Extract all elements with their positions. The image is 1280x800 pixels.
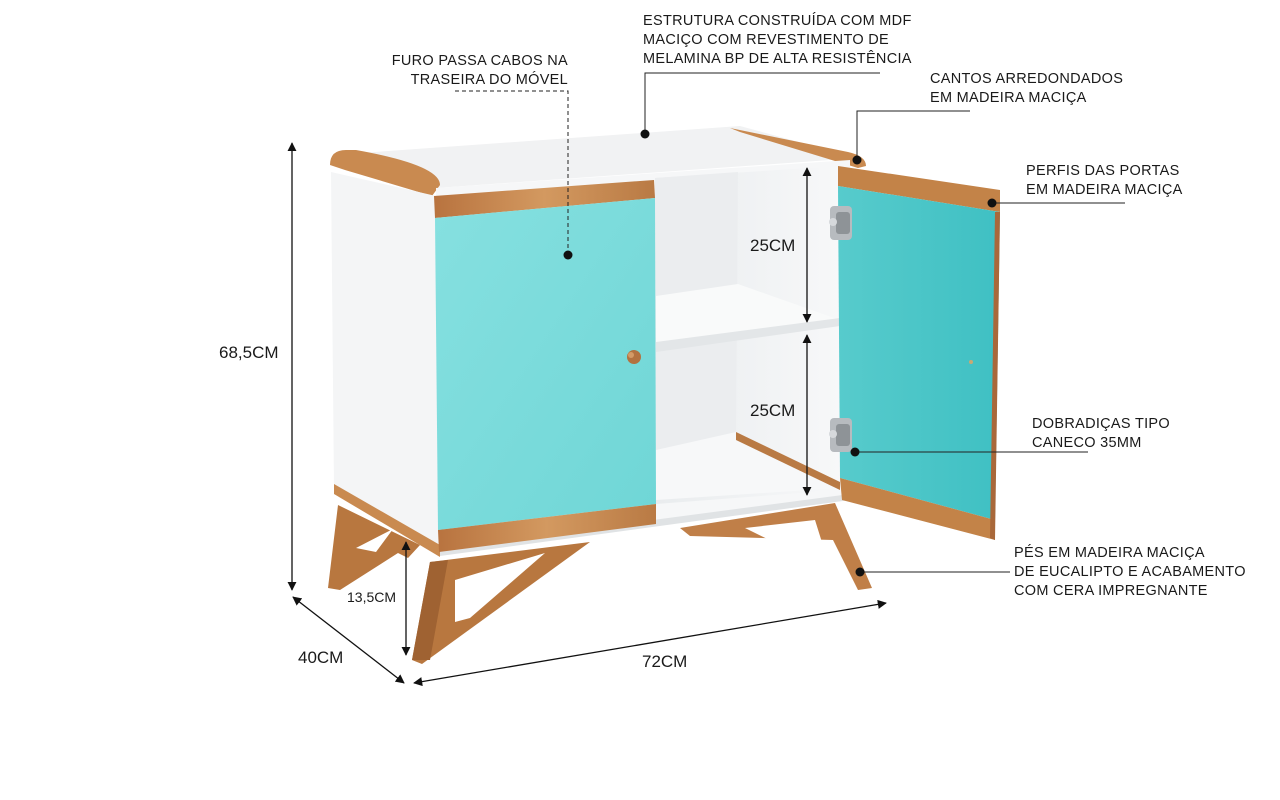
door-right-panel [838,186,1000,520]
door-right-top-wood [838,166,1000,212]
door-right [829,166,1000,540]
feet-dot [855,567,865,577]
label-line: FURO PASSA CABOS NA [391,53,568,69]
door-profiles-dot [987,198,997,208]
side-panel [331,172,440,548]
leader-lines [455,72,1125,573]
corner-left-wood [330,150,440,196]
corners-label: CANTOS ARREDONDADOS EM MADEIRA MACIÇA [930,70,1123,108]
structure-label: ESTRUTURA CONSTRUÍDA COM MDF MACIÇO COM … [643,12,912,69]
height-dimension: 68,5CM [219,343,279,362]
corners-leader [856,110,970,160]
corner-right-wood [730,128,866,168]
label-line: MELAMINA BP DE ALTA RESISTÊNCIA [643,51,912,67]
corners-dot [852,155,862,165]
side-bottom-wood [334,484,440,557]
structure-dot [640,129,650,139]
label-line: DE EUCALIPTO E ACABAMENTO [1014,564,1246,580]
feet-label: PÉS EM MADEIRA MACIÇA DE EUCALIPTO E ACA… [1014,544,1246,601]
shelf-lower-dimension: 25CM [750,401,796,420]
depth-dimension: 40CM [298,648,344,667]
label-line: COM CERA IMPREGNANTE [1014,583,1208,599]
hinges-label: DOBRADIÇAS TIPO CANECO 35MM [1032,415,1170,453]
leg-back-right [680,503,872,590]
door-right-bottom-wood [840,478,995,540]
label-line: PÉS EM MADEIRA MACIÇA [1014,545,1205,561]
leader-dots [563,129,997,577]
structure-leader [644,72,880,134]
leg-height-dimension: 13,5CM [347,589,397,605]
top-surface [346,126,858,188]
door-left-panel [435,198,656,530]
hinges-dot [850,447,860,457]
label-line: CANECO 35MM [1032,435,1142,451]
label-line: TRASEIRA DO MÓVEL [410,72,568,88]
back-legs [328,503,872,590]
width-dimension: 72CM [642,652,688,671]
cable-hole-dot [563,250,573,260]
label-line: MACIÇO COM REVESTIMENTO DE [643,32,889,48]
front-legs [412,542,590,664]
door-left-bottom-wood [438,504,656,552]
depth-dim-line [292,596,405,684]
width-dim-line [413,599,887,687]
hinge-upper [829,206,852,240]
door-left [434,180,656,552]
label-line: CANTOS ARREDONDADOS [930,71,1124,87]
hinge-lower [829,418,852,452]
label-line: EM MADEIRA MACIÇA [1026,182,1183,198]
cable-hole-leader [455,90,569,255]
shelf-upper-dimension: 25CM [750,236,796,255]
label-line: PERFIS DAS PORTAS [1026,163,1180,179]
label-line: EM MADEIRA MACIÇA [930,90,1087,106]
dimension-lines [287,142,887,687]
label-line: ESTRUTURA CONSTRUÍDA COM MDF [643,13,912,29]
label-line: DOBRADIÇAS TIPO [1032,416,1170,432]
door-profiles-label: PERFIS DAS PORTAS EM MADEIRA MACIÇA [1026,162,1183,200]
shelf [656,284,840,350]
cable-hole-label: FURO PASSA CABOS NA TRASEIRA DO MÓVEL [372,52,568,90]
door-left-top-wood [434,180,655,218]
